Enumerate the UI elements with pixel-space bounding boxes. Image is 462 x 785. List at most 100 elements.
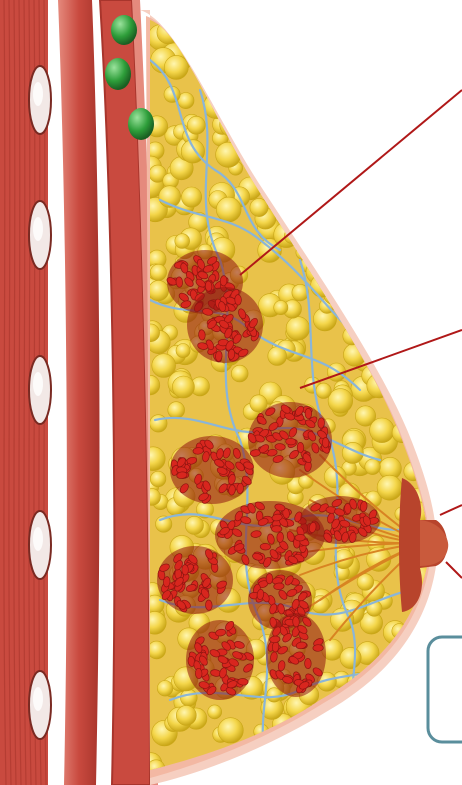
alveolus <box>235 294 242 305</box>
fat-cell <box>405 411 422 428</box>
fat-cell <box>232 54 247 69</box>
alveolus <box>313 645 324 652</box>
fat-cell <box>216 197 241 222</box>
fat-cell <box>262 97 279 114</box>
fat-cell <box>271 742 296 767</box>
lymph-node <box>105 58 131 90</box>
fat-cell <box>358 265 380 287</box>
fat-cell <box>424 390 447 413</box>
fat-cell <box>391 679 414 702</box>
fat-cell <box>148 280 168 300</box>
fat-cell <box>417 179 442 204</box>
fat-cell <box>305 16 324 35</box>
fat-cell <box>282 9 298 25</box>
fat-cell <box>326 169 352 195</box>
fat-cell <box>389 27 403 41</box>
fat-cell <box>176 344 190 358</box>
fat-cell <box>403 207 417 221</box>
fat-cell <box>231 365 248 382</box>
fat-cell <box>281 80 301 100</box>
fat-cell <box>387 699 410 722</box>
fat-cell <box>403 407 422 426</box>
fat-cell <box>273 764 289 780</box>
alveolus <box>305 408 312 419</box>
fat-cell <box>342 21 362 41</box>
fat-cell <box>407 293 432 318</box>
fat-cell <box>340 14 365 39</box>
pointer-line-fatty-tissue <box>240 90 462 275</box>
fat-cell <box>216 79 231 94</box>
fat-cell <box>376 758 400 782</box>
fat-cell <box>361 311 381 331</box>
fat-cell <box>338 718 354 734</box>
fat-cell <box>172 376 194 398</box>
fat-cell <box>265 66 291 92</box>
fat-cell <box>372 271 394 293</box>
fat-cell <box>252 141 274 163</box>
fat-cell <box>398 731 417 750</box>
fat-cell <box>302 139 326 163</box>
fat-cell <box>332 738 356 762</box>
fat-cell <box>274 159 289 174</box>
fat-cell <box>337 218 353 234</box>
alveolus <box>322 437 329 448</box>
fat-cell <box>305 165 326 186</box>
fat-cell <box>421 399 435 413</box>
rib-highlight <box>33 372 43 396</box>
fat-cell <box>168 402 185 419</box>
alveolus <box>318 418 325 429</box>
fat-cell <box>357 697 380 720</box>
alveolus <box>266 573 273 584</box>
rib-highlight <box>33 687 43 711</box>
fat-cell <box>424 365 450 391</box>
fat-cell <box>228 22 249 43</box>
fat-cell <box>286 317 310 341</box>
fat-cell <box>217 74 236 93</box>
fat-cell <box>427 345 444 362</box>
fat-cell <box>377 293 400 316</box>
fat-cell <box>242 57 267 82</box>
fat-cell <box>398 364 415 381</box>
fat-cell <box>214 13 238 37</box>
fat-cell <box>408 76 425 93</box>
fat-cell <box>340 647 361 668</box>
fat-cell <box>362 227 380 245</box>
fat-cell <box>148 641 166 659</box>
fat-cell <box>273 72 288 87</box>
alveolus <box>271 525 282 532</box>
fat-cell <box>348 757 362 771</box>
fat-cell <box>307 227 323 243</box>
fat-cell <box>374 43 397 66</box>
fat-cell <box>309 100 332 123</box>
fat-cell <box>331 106 348 123</box>
fat-cell <box>297 113 314 130</box>
fat-cell <box>417 251 436 270</box>
lobule <box>266 613 326 697</box>
fat-cell <box>404 89 427 112</box>
fat-cell <box>283 50 301 68</box>
fat-cell <box>180 689 197 706</box>
fat-cell <box>370 418 395 443</box>
fat-cell <box>433 14 447 28</box>
fat-cell <box>157 681 173 697</box>
rib-highlight <box>33 217 43 241</box>
lymph-node <box>111 15 137 45</box>
fat-cell <box>379 152 394 167</box>
fat-cell <box>254 7 270 23</box>
fat-cell <box>425 139 440 154</box>
fat-cell <box>274 121 294 141</box>
fat-cell <box>314 148 335 169</box>
fat-cell <box>182 187 202 207</box>
fat-cell <box>220 3 236 19</box>
fat-cell <box>364 122 389 147</box>
fat-cell <box>396 169 412 185</box>
pointer-line-duct <box>446 562 462 578</box>
fat-cell <box>276 61 301 86</box>
fat-cell <box>430 170 449 189</box>
rib-highlight <box>33 82 43 106</box>
fat-cell <box>420 62 444 86</box>
fat-cell <box>363 271 381 289</box>
fat-cell <box>377 475 402 500</box>
fat-cell <box>351 80 370 99</box>
